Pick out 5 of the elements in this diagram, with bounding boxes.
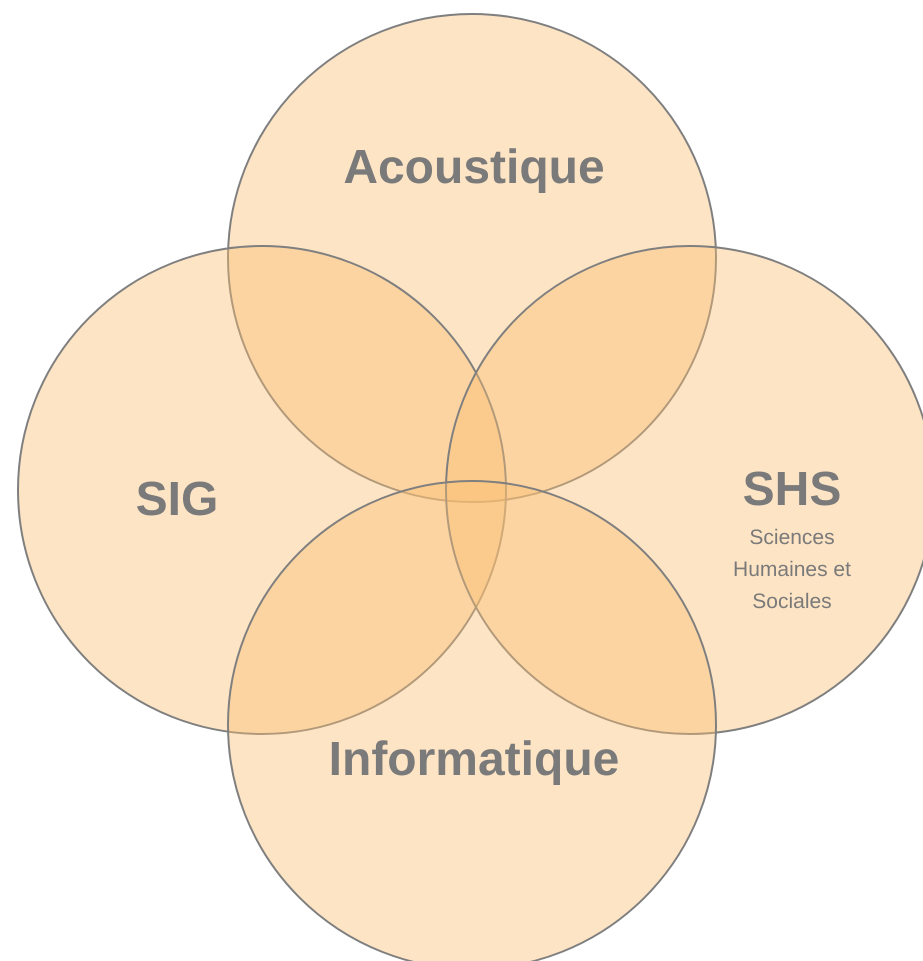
circle-label: Acoustique: [343, 140, 605, 195]
circle-label: SIG: [136, 472, 218, 527]
circle-label: SHS: [742, 462, 842, 517]
circle-subtitle: Sciences Humaines et Sociales: [732, 525, 852, 615]
circle-label: Informatique: [328, 732, 620, 787]
